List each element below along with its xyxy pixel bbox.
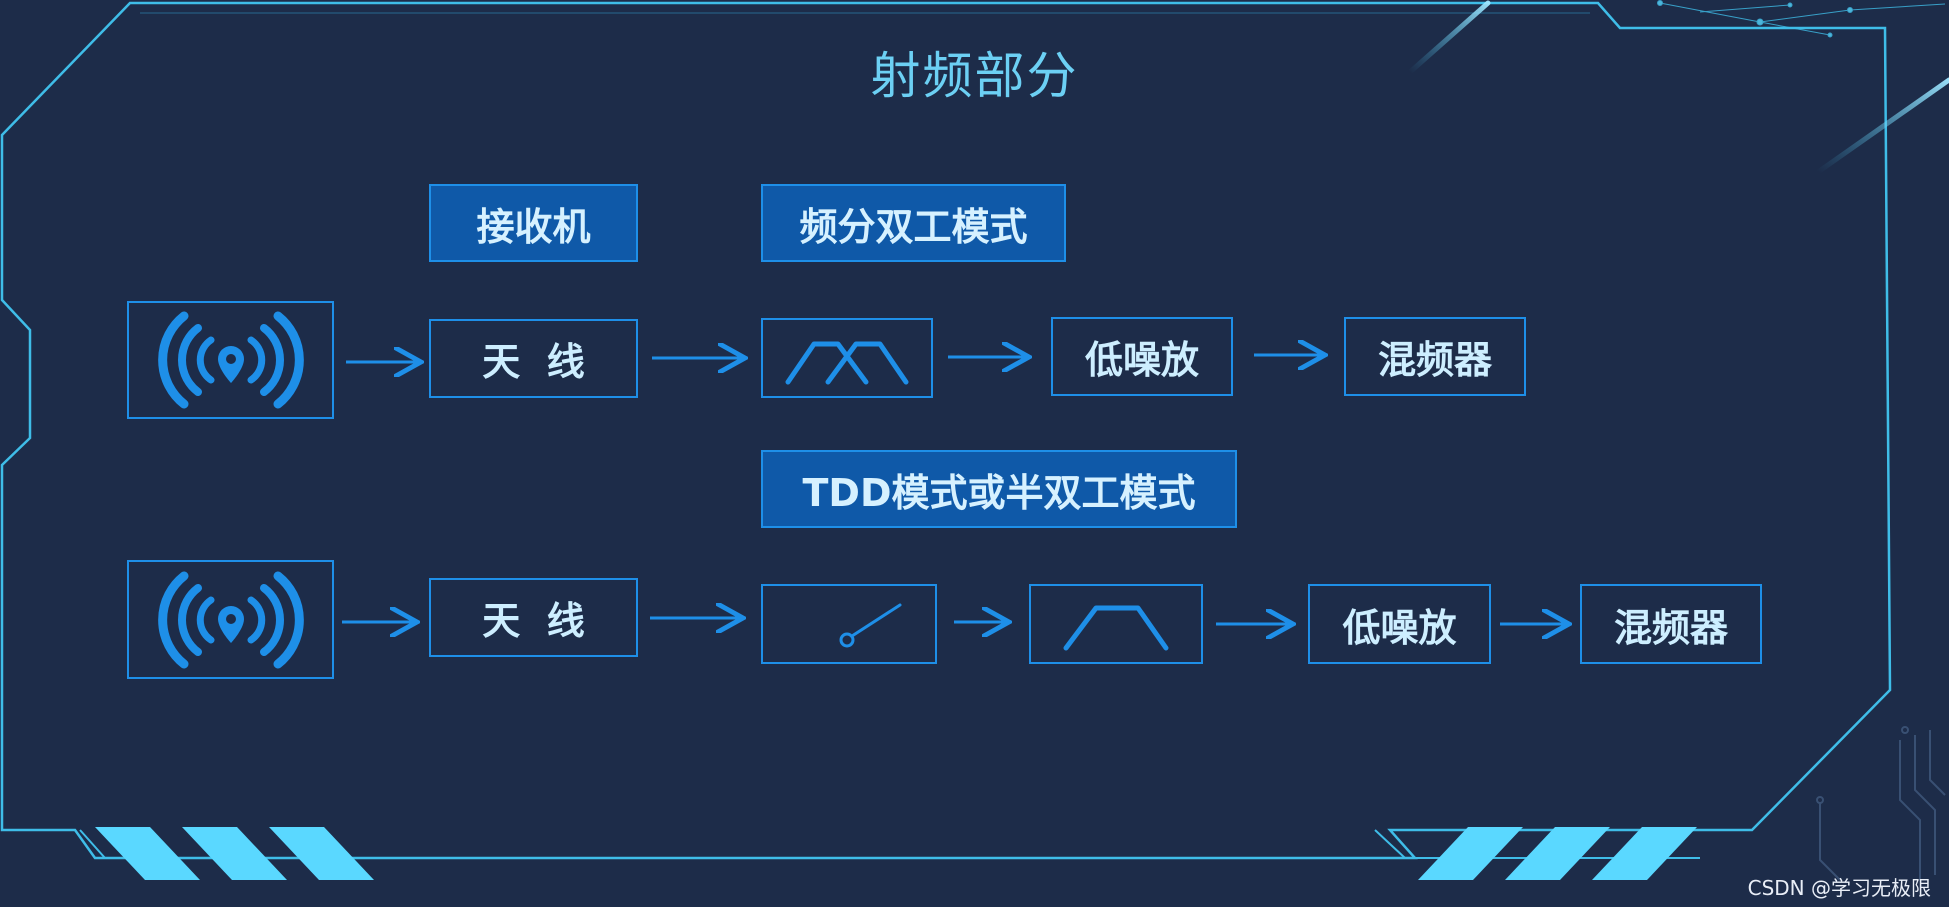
lna-text-1: 低噪放 — [1084, 338, 1199, 382]
duplexer-box — [761, 318, 933, 398]
mixer-box-2: 混频器 — [1580, 584, 1762, 664]
mixer-text-1: 混频器 — [1377, 338, 1492, 382]
frame-bottom-right — [1374, 829, 1700, 859]
wireless-signal-icon — [157, 571, 304, 668]
bandpass-box — [1029, 584, 1203, 664]
duplexer-filter-icon — [785, 341, 909, 385]
receiver-label: 接收机 — [429, 184, 638, 262]
receiver-label-text: 接收机 — [476, 204, 591, 249]
lna-box-1: 低噪放 — [1051, 317, 1233, 396]
wireless-signal-icon — [157, 311, 304, 409]
stripes-right — [1418, 827, 1697, 880]
circuit-decoration — [1816, 726, 1946, 881]
mixer-box-1: 混频器 — [1344, 317, 1526, 396]
fdd-mode-label: 频分双工模式 — [761, 184, 1066, 262]
lna-box-2: 低噪放 — [1308, 584, 1491, 664]
watermark: CSDN @学习无极限 — [1747, 876, 1931, 900]
tdd-mode-label-text: TDD模式或半双工模式 — [802, 470, 1196, 515]
antenna-box-1: 天 线 — [429, 319, 638, 398]
network-decoration — [1657, 0, 1946, 38]
rf-switch-box — [761, 584, 937, 664]
rf-switch-icon — [839, 603, 902, 648]
mixer-text-2: 混频器 — [1613, 605, 1728, 650]
lna-text-2: 低噪放 — [1342, 605, 1457, 650]
antenna-box-2: 天 线 — [429, 578, 638, 657]
frame-bottom-left — [79, 829, 380, 859]
page-title: 射频部分 — [870, 47, 1079, 105]
tdd-mode-label: TDD模式或半双工模式 — [761, 450, 1237, 528]
bandpass-filter-icon — [1063, 605, 1169, 651]
frame-outline — [0, 1, 1892, 860]
antenna-text-1: 天 线 — [482, 340, 585, 384]
stripes-left — [95, 827, 374, 880]
signal-source-box-1 — [127, 301, 334, 419]
light-streak-2 — [1815, 77, 1949, 175]
fdd-mode-label-text: 频分双工模式 — [799, 204, 1028, 249]
signal-source-box-2 — [127, 560, 334, 679]
light-streak-1 — [1407, 0, 1491, 75]
antenna-text-2: 天 线 — [482, 599, 585, 643]
